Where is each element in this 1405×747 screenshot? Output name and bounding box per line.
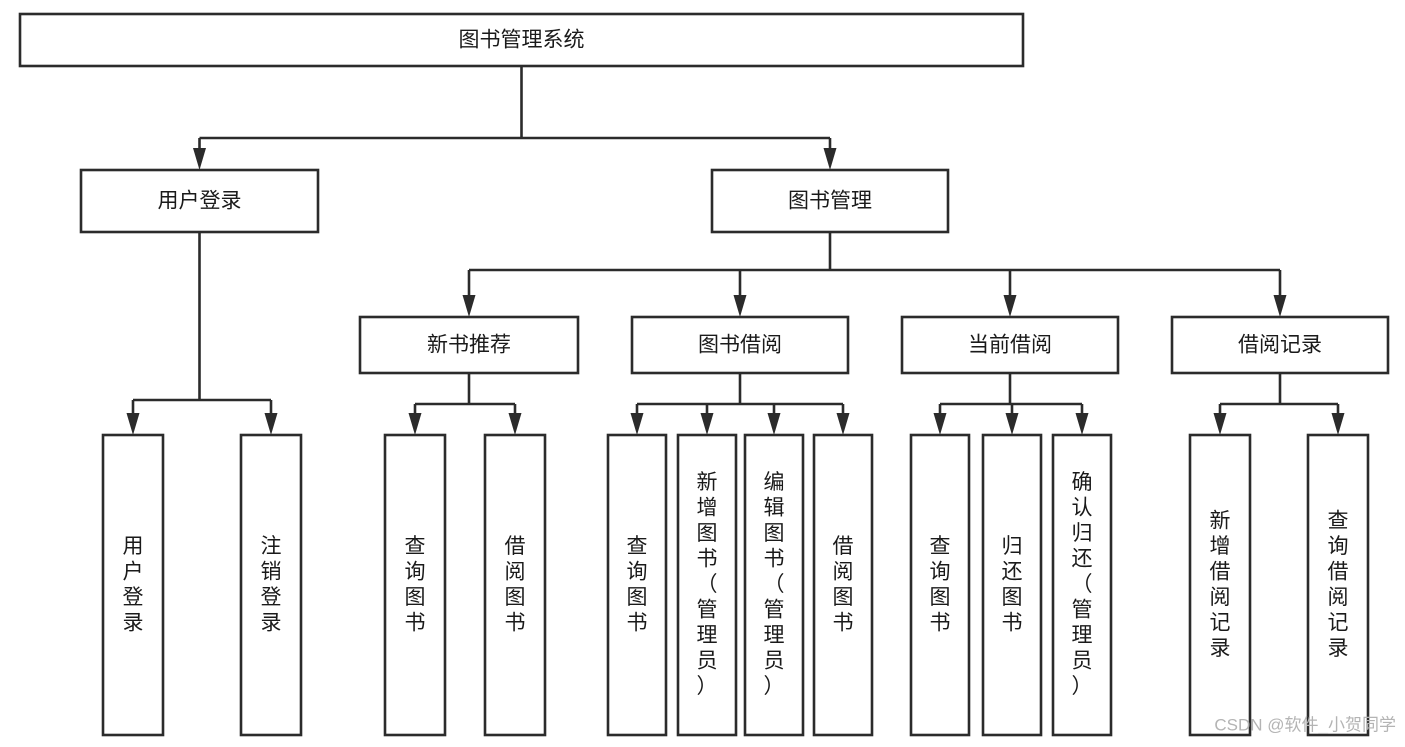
node-root[interactable]: 图书管理系统 — [18, 12, 1025, 68]
node-leaf-query-book-borrow[interactable]: 查询图书 — [606, 433, 668, 737]
arrow-head-borrow-record — [1273, 295, 1287, 317]
arrow-head-book-borrow — [733, 295, 747, 317]
node-box-leaf-borrow-book-recommend[interactable] — [483, 433, 547, 737]
node-label-leaf-return-book: 归还图书 — [1002, 534, 1023, 634]
node-leaf-query-book-recommend[interactable]: 查询图书 — [383, 433, 447, 737]
node-book-manage[interactable]: 图书管理 — [710, 168, 950, 234]
node-label-leaf-query-borrow-record: 查询借阅记录 — [1328, 509, 1349, 660]
node-current-borrow[interactable]: 当前借阅 — [900, 315, 1120, 375]
node-box-leaf-add-book-admin[interactable] — [676, 433, 738, 737]
arrow-head-new-book-recommend — [462, 295, 476, 317]
arrow-head-leaf-query-book-recommend — [408, 413, 422, 435]
node-box-book-borrow[interactable] — [630, 315, 850, 375]
arrow-head-book-manage — [823, 148, 837, 170]
node-label-new-book-recommend: 新书推荐 — [427, 334, 511, 357]
node-box-leaf-borrow-book[interactable] — [812, 433, 874, 737]
node-label-book-borrow: 图书借阅 — [698, 334, 782, 357]
node-box-leaf-logout-login[interactable] — [239, 433, 303, 737]
node-label-leaf-add-borrow-record: 新增借阅记录 — [1210, 509, 1231, 660]
node-user-login[interactable]: 用户登录 — [79, 168, 320, 234]
node-leaf-edit-book-admin[interactable]: 编辑图书（管理员） — [743, 433, 805, 737]
node-label-leaf-user-login: 用户登录 — [123, 534, 144, 634]
node-borrow-record[interactable]: 借阅记录 — [1170, 315, 1390, 375]
node-label-leaf-query-book-borrow: 查询图书 — [627, 534, 648, 634]
arrow-head-leaf-query-book-borrow — [630, 413, 644, 435]
node-box-leaf-edit-book-admin[interactable] — [743, 433, 805, 737]
node-box-book-manage[interactable] — [710, 168, 950, 234]
node-label-leaf-edit-book-admin: 编辑图书（管理员） — [764, 471, 785, 698]
node-label-leaf-confirm-return-admin: 确认归还（管理员） — [1072, 471, 1093, 698]
node-leaf-confirm-return-admin[interactable]: 确认归还（管理员） — [1051, 433, 1113, 737]
arrow-head-leaf-return-book — [1005, 413, 1019, 435]
node-leaf-borrow-book-recommend[interactable]: 借阅图书 — [483, 433, 547, 737]
node-label-leaf-logout-login: 注销登录 — [261, 534, 282, 634]
node-box-current-borrow[interactable] — [900, 315, 1120, 375]
arrow-head-leaf-user-login — [126, 413, 140, 435]
node-box-leaf-return-book[interactable] — [981, 433, 1043, 737]
node-box-leaf-query-borrow-record[interactable] — [1306, 433, 1370, 737]
node-leaf-query-borrow-record[interactable]: 查询借阅记录 — [1306, 433, 1370, 737]
node-leaf-query-book-current[interactable]: 查询图书 — [909, 433, 971, 737]
arrow-head-leaf-query-book-current — [933, 413, 947, 435]
node-box-new-book-recommend[interactable] — [358, 315, 580, 375]
node-leaf-return-book[interactable]: 归还图书 — [981, 433, 1043, 737]
node-box-leaf-add-borrow-record[interactable] — [1188, 433, 1252, 737]
node-label-leaf-borrow-book-recommend: 借阅图书 — [505, 534, 526, 634]
node-layer: 图书管理系统用户登录图书管理新书推荐图书借阅当前借阅借阅记录用户登录注销登录查询… — [18, 12, 1390, 737]
connector-layer — [126, 66, 1345, 435]
arrow-head-user-login — [193, 148, 206, 170]
node-leaf-user-login[interactable]: 用户登录 — [101, 433, 165, 737]
node-leaf-logout-login[interactable]: 注销登录 — [239, 433, 303, 737]
node-label-root: 图书管理系统 — [459, 29, 585, 52]
node-label-leaf-query-book-recommend: 查询图书 — [405, 534, 426, 634]
node-box-leaf-query-book-current[interactable] — [909, 433, 971, 737]
node-label-leaf-borrow-book: 借阅图书 — [833, 534, 854, 634]
node-book-borrow[interactable]: 图书借阅 — [630, 315, 850, 375]
csdn-watermark: CSDN @软件_小贺同学 — [1214, 715, 1396, 734]
node-box-leaf-user-login[interactable] — [101, 433, 165, 737]
node-leaf-add-borrow-record[interactable]: 新增借阅记录 — [1188, 433, 1252, 737]
arrow-head-leaf-edit-book-admin — [767, 413, 781, 435]
arrow-head-leaf-borrow-book — [836, 413, 850, 435]
node-label-leaf-add-book-admin: 新增图书（管理员） — [697, 471, 718, 698]
node-new-book-recommend[interactable]: 新书推荐 — [358, 315, 580, 375]
node-label-borrow-record: 借阅记录 — [1238, 334, 1322, 357]
arrow-head-leaf-add-book-admin — [700, 413, 714, 435]
node-box-user-login[interactable] — [79, 168, 320, 234]
node-label-current-borrow: 当前借阅 — [968, 334, 1052, 357]
node-leaf-add-book-admin[interactable]: 新增图书（管理员） — [676, 433, 738, 737]
arrow-head-leaf-confirm-return-admin — [1075, 413, 1089, 435]
arrow-head-leaf-query-borrow-record — [1331, 413, 1345, 435]
node-box-root[interactable] — [18, 12, 1025, 68]
node-label-book-manage: 图书管理 — [788, 190, 872, 213]
arrow-head-current-borrow — [1003, 295, 1017, 317]
node-label-leaf-query-book-current: 查询图书 — [930, 534, 951, 634]
node-leaf-borrow-book[interactable]: 借阅图书 — [812, 433, 874, 737]
arrow-head-leaf-logout-login — [264, 413, 278, 435]
arrow-head-leaf-borrow-book-recommend — [508, 413, 522, 435]
node-box-borrow-record[interactable] — [1170, 315, 1390, 375]
node-box-leaf-confirm-return-admin[interactable] — [1051, 433, 1113, 737]
node-box-leaf-query-book-recommend[interactable] — [383, 433, 447, 737]
node-box-leaf-query-book-borrow[interactable] — [606, 433, 668, 737]
arrow-head-leaf-add-borrow-record — [1213, 413, 1227, 435]
node-label-user-login: 用户登录 — [158, 190, 242, 213]
